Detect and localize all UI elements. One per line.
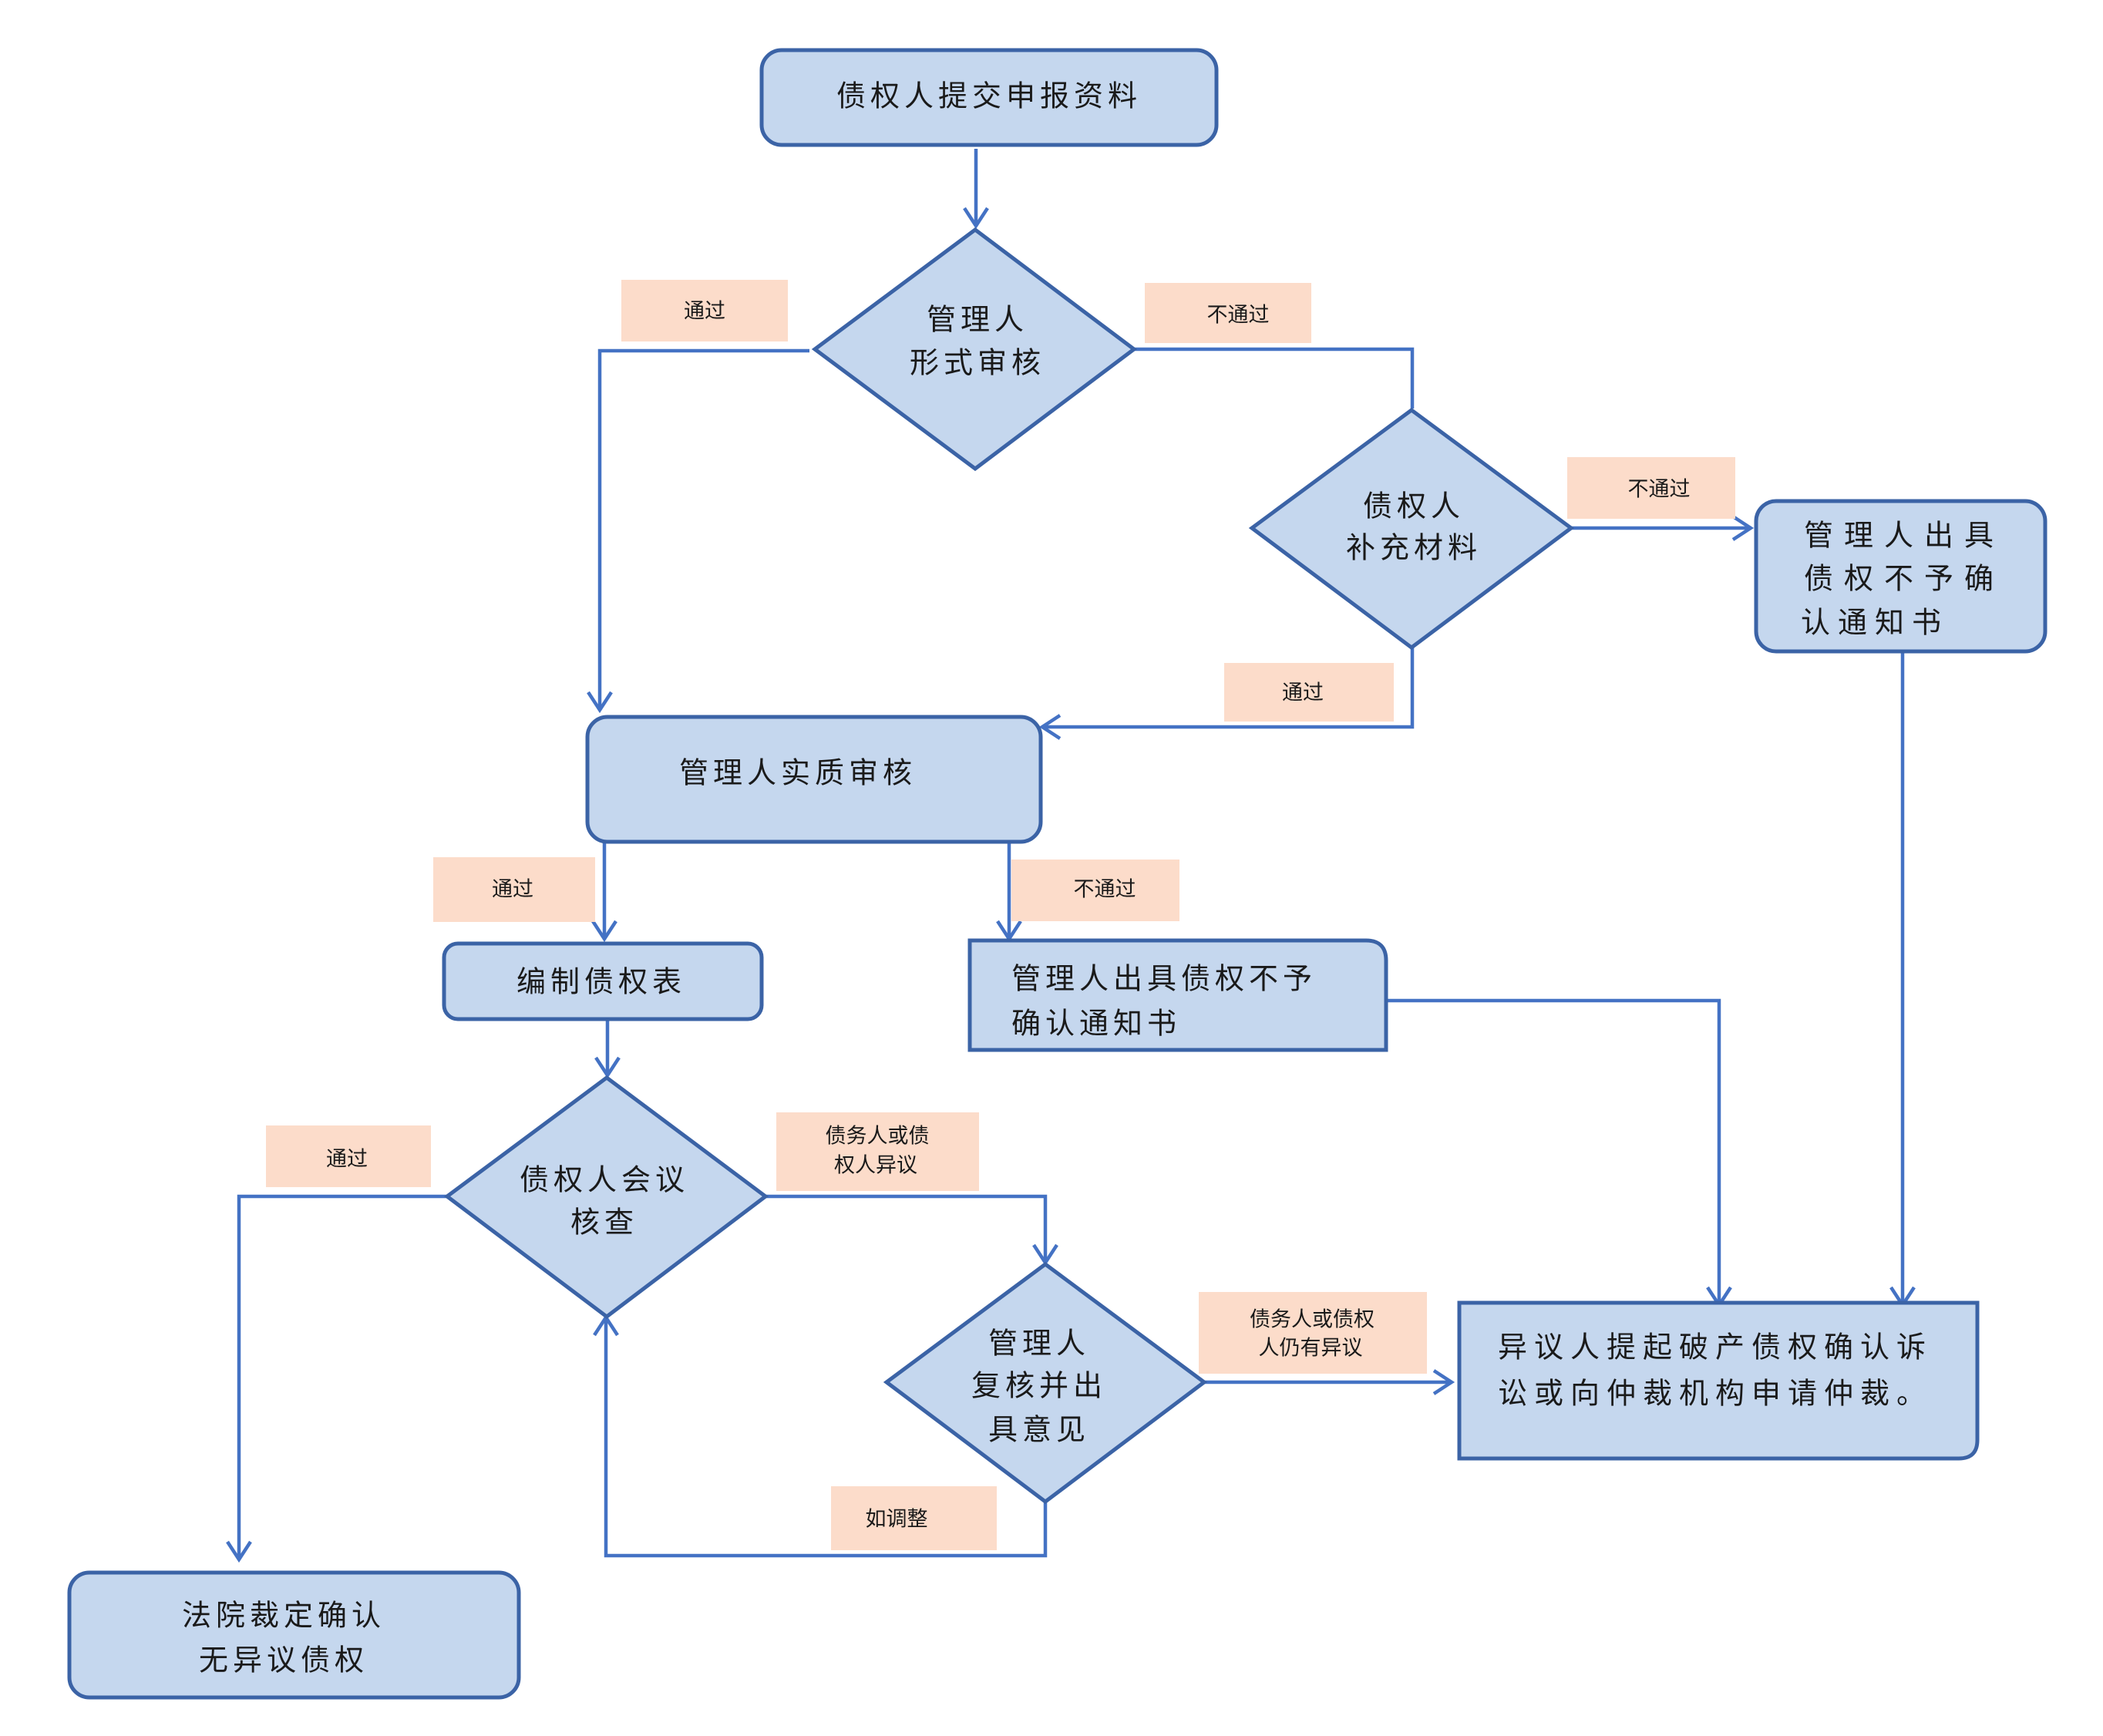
node-recheck-line1: 管理人: [988, 1327, 1090, 1361]
svg-text:通过: 通过: [684, 300, 725, 324]
node-court-confirm: 法院裁定确认 无异议债权: [67, 1570, 521, 1700]
node-not-confirm-mid-line1: 管理人出具债权不予: [1011, 962, 1317, 996]
edge-meeting-pass: [237, 1194, 447, 1557]
node-not-confirm-top: 管理人出具 债权不予确 认通知书: [1754, 499, 2047, 654]
node-recheck-line2: 复核并出: [971, 1369, 1107, 1403]
node-supplement-line1: 债权人: [1363, 490, 1465, 523]
node-lawsuit: 异议人提起破产债权确认诉 讼或向仲裁机构申请仲裁。: [1457, 1300, 1980, 1461]
node-not-confirm-top-line2: 债权不予确: [1804, 562, 2004, 596]
node-meeting-check-line2: 核查: [570, 1206, 638, 1240]
node-meeting-check-line1: 债权人会议: [520, 1163, 689, 1197]
label-objection: 债务人或债 权人异议: [776, 1112, 979, 1191]
node-substantive-review-text: 管理人实质审核: [679, 756, 917, 790]
svg-text:不通过: 不通过: [1628, 478, 1691, 502]
label-pass-supplement: 通过: [1224, 663, 1394, 722]
edge-mid-to-lawsuit: [1384, 998, 1721, 1303]
label-adjust: 如调整: [831, 1486, 997, 1550]
node-submit-text: 债权人提交申报资料: [836, 79, 1142, 113]
label-fail-formal: 不通过: [1145, 283, 1311, 343]
label-fail-substantive: 不通过: [1011, 860, 1179, 921]
edge-formal-pass: [597, 348, 809, 708]
node-lawsuit-line1: 异议人提起破产债权确认诉: [1498, 1331, 1933, 1364]
node-meeting-check: 债权人会议 核查: [443, 1075, 769, 1320]
node-compile-table: 编制债权表: [442, 941, 764, 1021]
svg-text:权人异议: 权人异议: [834, 1154, 917, 1178]
edge-recheck-adjust: [604, 1320, 1048, 1558]
node-court-confirm-line1: 法院裁定确认: [182, 1599, 385, 1633]
edge-formal-fail: [1134, 347, 1415, 409]
label-still-objection: 债务人或债权 人仍有异议: [1199, 1292, 1427, 1374]
label-fail-supplement: 不通过: [1567, 457, 1735, 519]
node-recheck-line3: 具意见: [988, 1413, 1090, 1447]
node-lawsuit-line2: 讼或向仲裁机构申请仲裁。: [1498, 1377, 1933, 1411]
svg-text:如调整: 如调整: [866, 1508, 928, 1532]
node-court-confirm-line2: 无异议债权: [199, 1643, 368, 1677]
svg-text:债务人或债权: 债务人或债权: [1250, 1308, 1375, 1332]
node-formal-review: 管理人 形式审核: [811, 227, 1138, 472]
svg-text:通过: 通过: [326, 1148, 368, 1172]
node-not-confirm-top-line1: 管理人出具: [1804, 519, 2004, 553]
node-substantive-review: 管理人实质审核: [585, 715, 1043, 844]
svg-text:不通过: 不通过: [1207, 304, 1270, 328]
node-supplement-line2: 补充材料: [1346, 531, 1482, 565]
label-pass-meeting: 通过: [266, 1125, 431, 1187]
edge-meeting-objection: [765, 1194, 1048, 1260]
node-formal-review-line2: 形式审核: [910, 346, 1045, 380]
node-not-confirm-mid-line2: 确认通知书: [1011, 1007, 1181, 1041]
label-pass-substantive: 通过: [433, 857, 595, 922]
edge-supplement-pass: [1045, 648, 1415, 729]
svg-text:债务人或债: 债务人或债: [826, 1125, 930, 1149]
svg-text:通过: 通过: [492, 878, 533, 902]
node-supplement: 债权人 补充材料: [1248, 407, 1575, 651]
node-submit: 债权人提交申报资料: [759, 48, 1219, 147]
svg-text:不通过: 不通过: [1074, 878, 1136, 902]
svg-text:人仍有异议: 人仍有异议: [1259, 1337, 1363, 1361]
node-formal-review-line1: 管理人: [927, 303, 1028, 337]
node-recheck: 管理人 复核并出 具意见: [883, 1261, 1208, 1505]
label-pass-formal: 通过: [621, 280, 788, 341]
node-not-confirm-mid: 管理人出具债权不予 确认通知书: [967, 938, 1388, 1052]
node-not-confirm-top-line3: 认通知书: [1801, 606, 1949, 640]
node-compile-table-text: 编制债权表: [516, 965, 686, 999]
svg-text:通过: 通过: [1282, 681, 1324, 705]
